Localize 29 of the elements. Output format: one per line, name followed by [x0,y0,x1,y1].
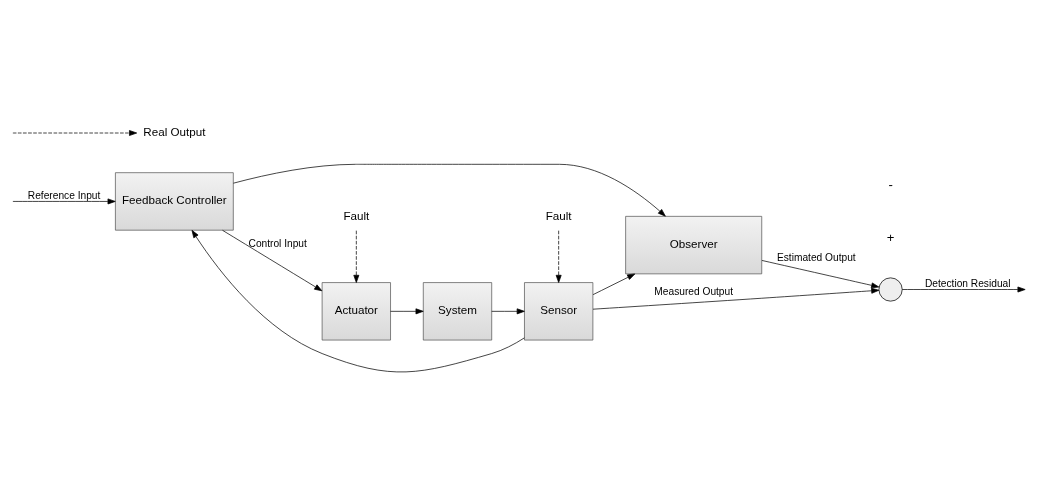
label: - [888,177,893,193]
node-circle [878,277,903,302]
node-text: Real Output [143,124,206,138]
edge-label: Detection Residual [924,277,1011,289]
node-text: Fault [343,209,370,223]
arrow [233,163,666,217]
arrow [353,230,360,283]
edge-label: Measured Output [654,286,734,298]
arrow [390,308,424,315]
label: + [886,229,895,245]
node-text: Fault [545,209,572,223]
edge-label: Reference Input [27,189,101,201]
arrow [592,287,880,310]
node-box: Observer [625,216,763,275]
arrow [12,198,116,205]
arrow [761,260,880,289]
edge-label: Estimated Output [776,252,856,264]
arrow [12,130,138,136]
arrow [555,230,562,283]
node-box: Sensor [524,282,594,341]
node-box: System [422,282,493,341]
arrow [901,286,1026,293]
arrow [191,230,525,373]
arrow [222,229,323,292]
arrow [491,308,525,315]
node-box: Feedback Controller [115,172,234,231]
arrow [592,273,636,295]
edge-label: Control Input [248,237,307,249]
node-box: Actuator [321,282,391,341]
